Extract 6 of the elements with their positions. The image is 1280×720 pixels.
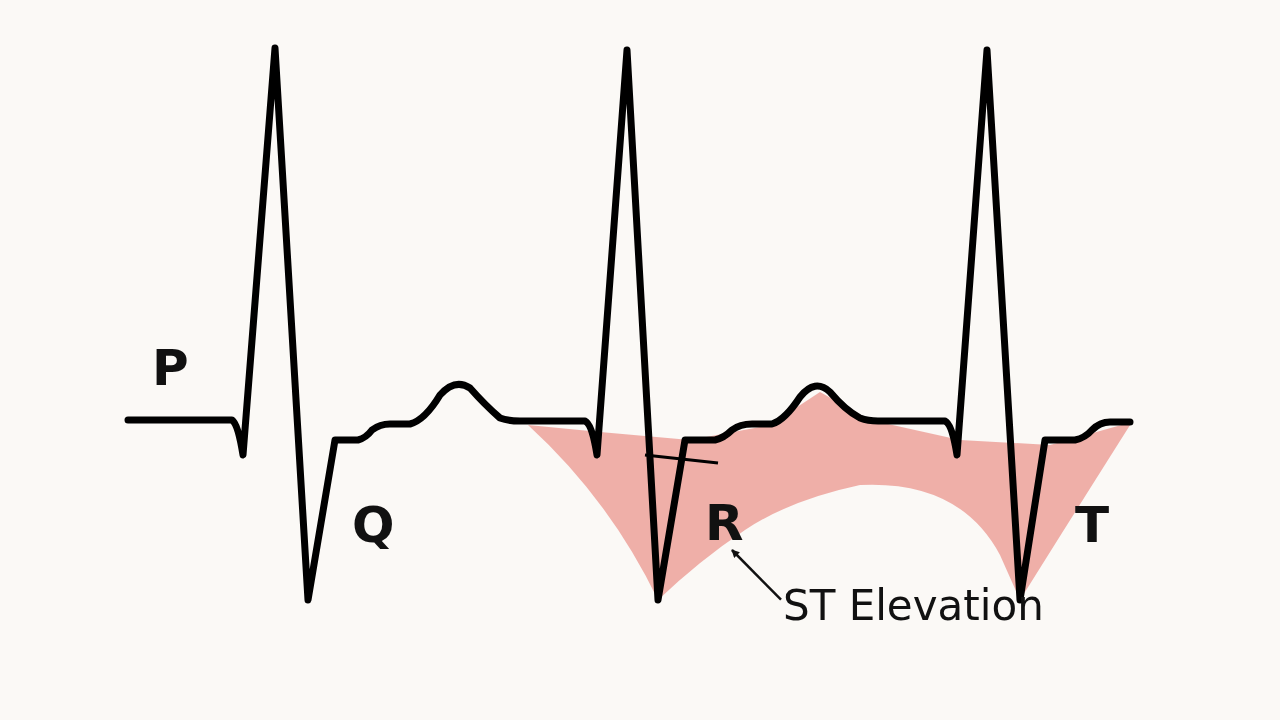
leader-arrow bbox=[731, 549, 782, 601]
wave-label: R bbox=[705, 498, 744, 548]
wave-label: Q bbox=[352, 500, 395, 550]
wave-label: T bbox=[1075, 500, 1110, 550]
annotation-text: ST Elevation bbox=[783, 585, 1044, 627]
wave-label: P bbox=[152, 343, 189, 393]
